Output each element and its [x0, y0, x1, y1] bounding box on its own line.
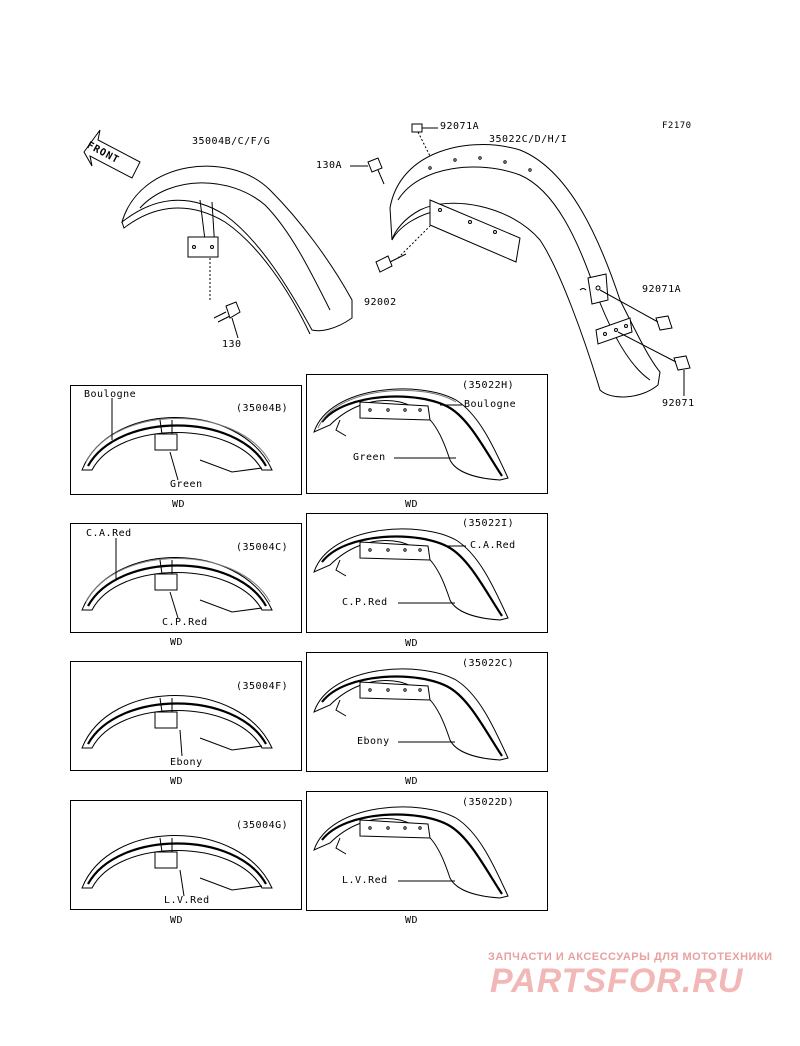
panel-35004G-code: (35004G) [236, 820, 289, 831]
panel-35004F-code: (35004F) [236, 681, 289, 692]
panel-35004C-footer: WD [170, 637, 184, 648]
panel-35004G [70, 800, 302, 910]
panel-35022H-color-2: Green [353, 452, 386, 463]
label-bolt-92002: 92002 [364, 297, 397, 308]
panel-35022H [306, 374, 548, 494]
panel-35004F [70, 661, 302, 771]
panel-35022H-footer: WD [405, 499, 419, 510]
panel-35004B-footer: WD [172, 499, 186, 510]
panel-35022D-color-1: L.V.Red [342, 875, 388, 886]
label-front-fender: 35004B/C/F/G [192, 136, 271, 147]
panel-35022H-code: (35022H) [462, 380, 515, 391]
panel-35022I [306, 513, 548, 633]
panel-35004G-color-1: L.V.Red [164, 895, 210, 906]
bolt-130-shape [209, 258, 241, 339]
panel-35004G-footer: WD [170, 915, 184, 926]
panel-35004B-color-2: Green [170, 479, 203, 490]
panel-35022C-color-1: Ebony [357, 736, 390, 747]
panel-35004B-color-1: Boulogne [84, 389, 137, 400]
watermark-tagline: ЗАПЧАСТИ И АКСЕССУАРЫ ДЛЯ МОТОТЕХНИКИ [488, 951, 773, 963]
panel-35022I-footer: WD [405, 638, 419, 649]
rear-fender-shape [389, 144, 661, 398]
panel-35022I-code: (35022I) [462, 518, 515, 529]
label-bolt-130a: 130A [316, 160, 343, 171]
panel-35004F-color-1: Ebony [170, 757, 203, 768]
panel-35022C [306, 652, 548, 772]
label-rear-fender: 35022C/D/H/I [489, 134, 568, 145]
panel-35004C-color-1: C.A.Red [86, 528, 132, 539]
panel-35022C-code: (35022C) [462, 658, 515, 669]
diagram-code: F2170 [662, 121, 692, 131]
front-fender-shape [121, 165, 353, 335]
panel-35004C-code: (35004C) [236, 542, 289, 553]
panel-35022I-color-1: C.A.Red [470, 540, 516, 551]
panel-35022C-footer: WD [405, 776, 419, 787]
panel-35022H-color-1: Boulogne [464, 399, 517, 410]
panel-35022D-code: (35022D) [462, 797, 515, 808]
panel-35004C-color-2: C.P.Red [162, 617, 208, 628]
panel-35004B-code: (35004B) [236, 403, 289, 414]
front-arrow-icon [83, 129, 141, 179]
label-bolt-130: 130 [222, 339, 242, 350]
watermark-logo: PARTSFOR.RU [490, 962, 744, 1000]
panel-35022D [306, 791, 548, 911]
panel-35004F-footer: WD [170, 776, 184, 787]
label-nut-92071: 92071 [662, 398, 695, 409]
panel-35022I-color-2: C.P.Red [342, 597, 388, 608]
label-nut-92071a-top: 92071A [440, 121, 480, 132]
label-nut-92071a-right: 92071A [642, 284, 682, 295]
panel-35022D-footer: WD [405, 915, 419, 926]
